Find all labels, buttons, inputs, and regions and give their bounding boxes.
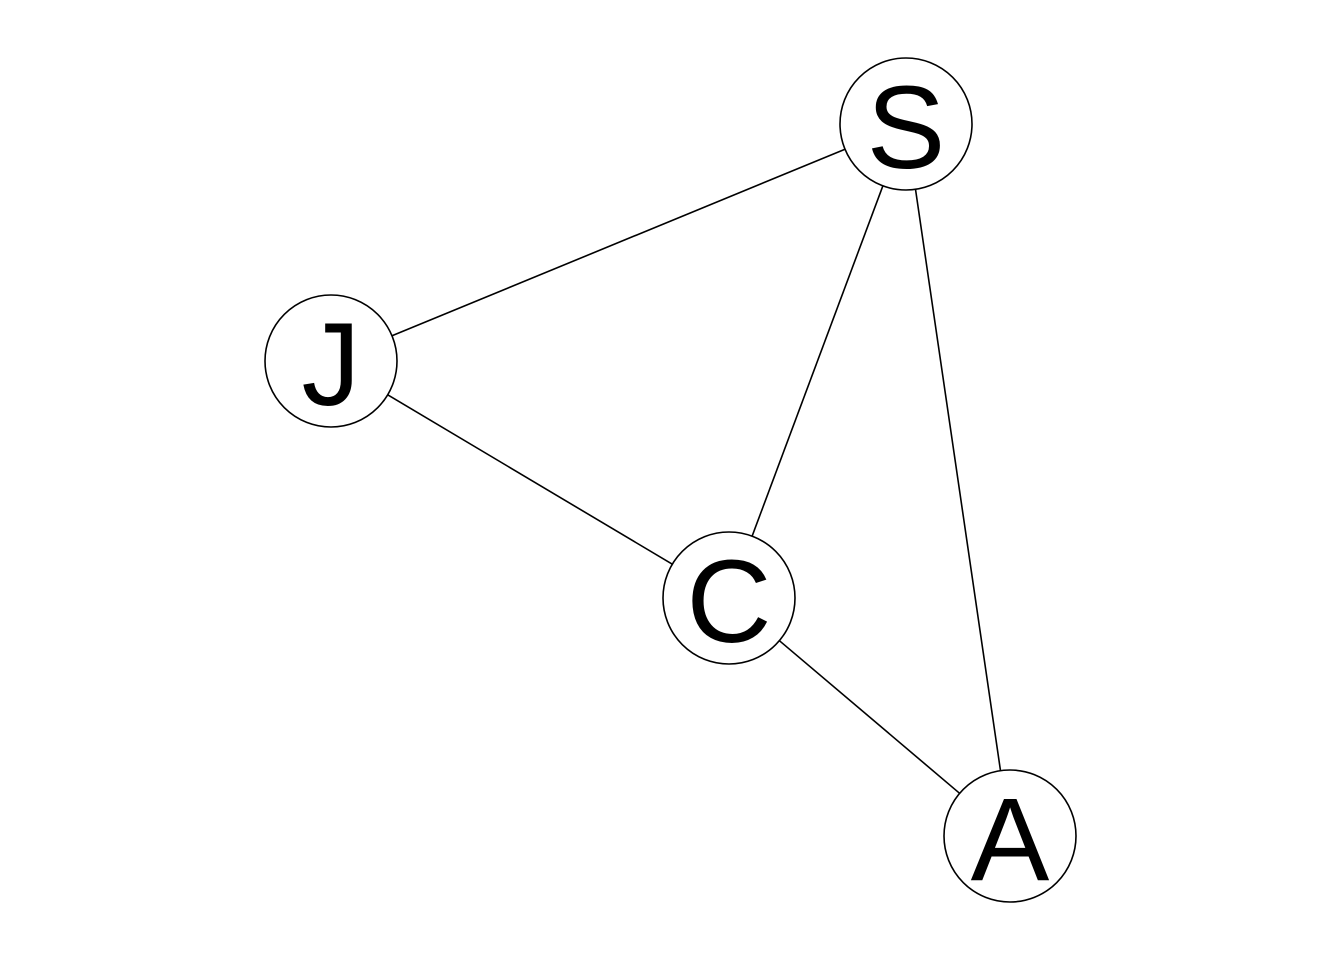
node-circle — [839, 57, 973, 191]
node-j: J — [264, 294, 398, 431]
node-c: C — [662, 531, 796, 668]
node-label: S — [867, 62, 946, 194]
nodes-layer: S J C A — [264, 57, 1077, 906]
edge-s-c — [751, 185, 884, 537]
node-label: J — [302, 299, 361, 431]
node-circle — [662, 531, 796, 665]
node-circle — [943, 769, 1077, 903]
edge-j-c — [387, 394, 673, 565]
node-a: A — [943, 769, 1077, 906]
edge-s-j — [391, 148, 846, 337]
node-circle — [264, 294, 398, 428]
edge-c-a — [778, 640, 961, 794]
edge-s-a — [914, 189, 1002, 771]
node-label: C — [686, 536, 771, 668]
node-s: S — [839, 57, 973, 194]
edges-layer — [387, 148, 1002, 794]
node-label: A — [971, 774, 1050, 906]
